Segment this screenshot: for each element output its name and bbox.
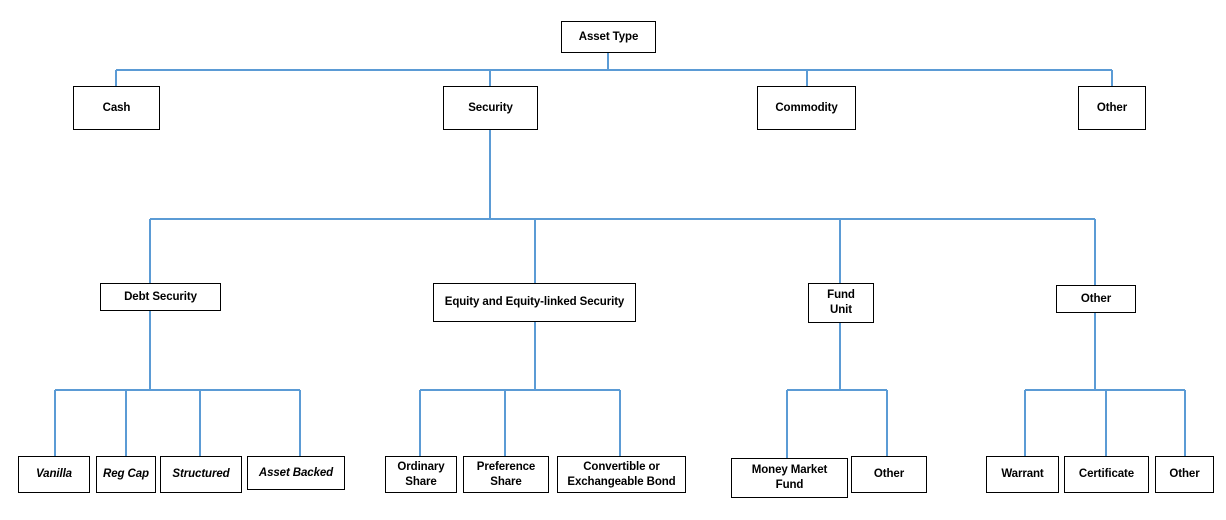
node-label: Asset Type <box>578 30 639 43</box>
node-fund-unit[interactable]: Fund Unit <box>808 283 874 323</box>
node-vanilla[interactable]: Vanilla <box>18 456 90 493</box>
node-label: Other <box>1080 292 1112 305</box>
node-label: Structured <box>172 468 230 481</box>
node-other-top[interactable]: Other <box>1078 86 1146 130</box>
node-fund-other[interactable]: Other <box>851 456 927 493</box>
node-structured[interactable]: Structured <box>160 456 242 493</box>
node-label: Certificate <box>1078 468 1135 481</box>
node-convertible-or-exchangeable-bond[interactable]: Convertible or Exchangeable Bond <box>557 456 686 493</box>
node-equity-and-equity-linked-security[interactable]: Equity and Equity-linked Security <box>433 283 636 322</box>
node-money-market-fund[interactable]: Money Market Fund <box>731 458 848 498</box>
node-label: Ordinary Share <box>397 460 445 488</box>
node-label: Other <box>1169 468 1200 481</box>
node-label: Other <box>1096 101 1128 114</box>
node-label: Cash <box>102 101 131 114</box>
node-security[interactable]: Security <box>443 86 538 130</box>
node-asset-type[interactable]: Asset Type <box>561 21 656 53</box>
node-reg-cap[interactable]: Reg Cap <box>96 456 156 493</box>
node-label: Security <box>468 101 513 114</box>
node-commodity[interactable]: Commodity <box>757 86 856 130</box>
node-label: Fund Unit <box>827 289 855 316</box>
node-label: Asset Backed <box>258 466 334 479</box>
node-label: Commodity <box>775 101 838 114</box>
node-label: Debt Security <box>124 290 197 303</box>
node-cash[interactable]: Cash <box>73 86 160 130</box>
node-other-security[interactable]: Other <box>1056 285 1136 313</box>
node-label: Warrant <box>1001 468 1044 481</box>
node-warrant[interactable]: Warrant <box>986 456 1059 493</box>
node-label: Convertible or Exchangeable Bond <box>567 460 676 488</box>
node-label: Equity and Equity-linked Security <box>444 296 625 309</box>
node-label: Preference Share <box>476 460 536 488</box>
node-other-leaf[interactable]: Other <box>1155 456 1214 493</box>
node-ordinary-share[interactable]: Ordinary Share <box>385 456 457 493</box>
node-label: Other <box>873 468 905 481</box>
node-label: Money Market Fund <box>751 464 828 491</box>
node-asset-backed[interactable]: Asset Backed <box>247 456 345 490</box>
node-certificate[interactable]: Certificate <box>1064 456 1149 493</box>
node-label: Reg Cap <box>103 468 149 481</box>
node-preference-share[interactable]: Preference Share <box>463 456 549 493</box>
node-label: Vanilla <box>36 468 72 481</box>
node-debt-security[interactable]: Debt Security <box>100 283 221 311</box>
